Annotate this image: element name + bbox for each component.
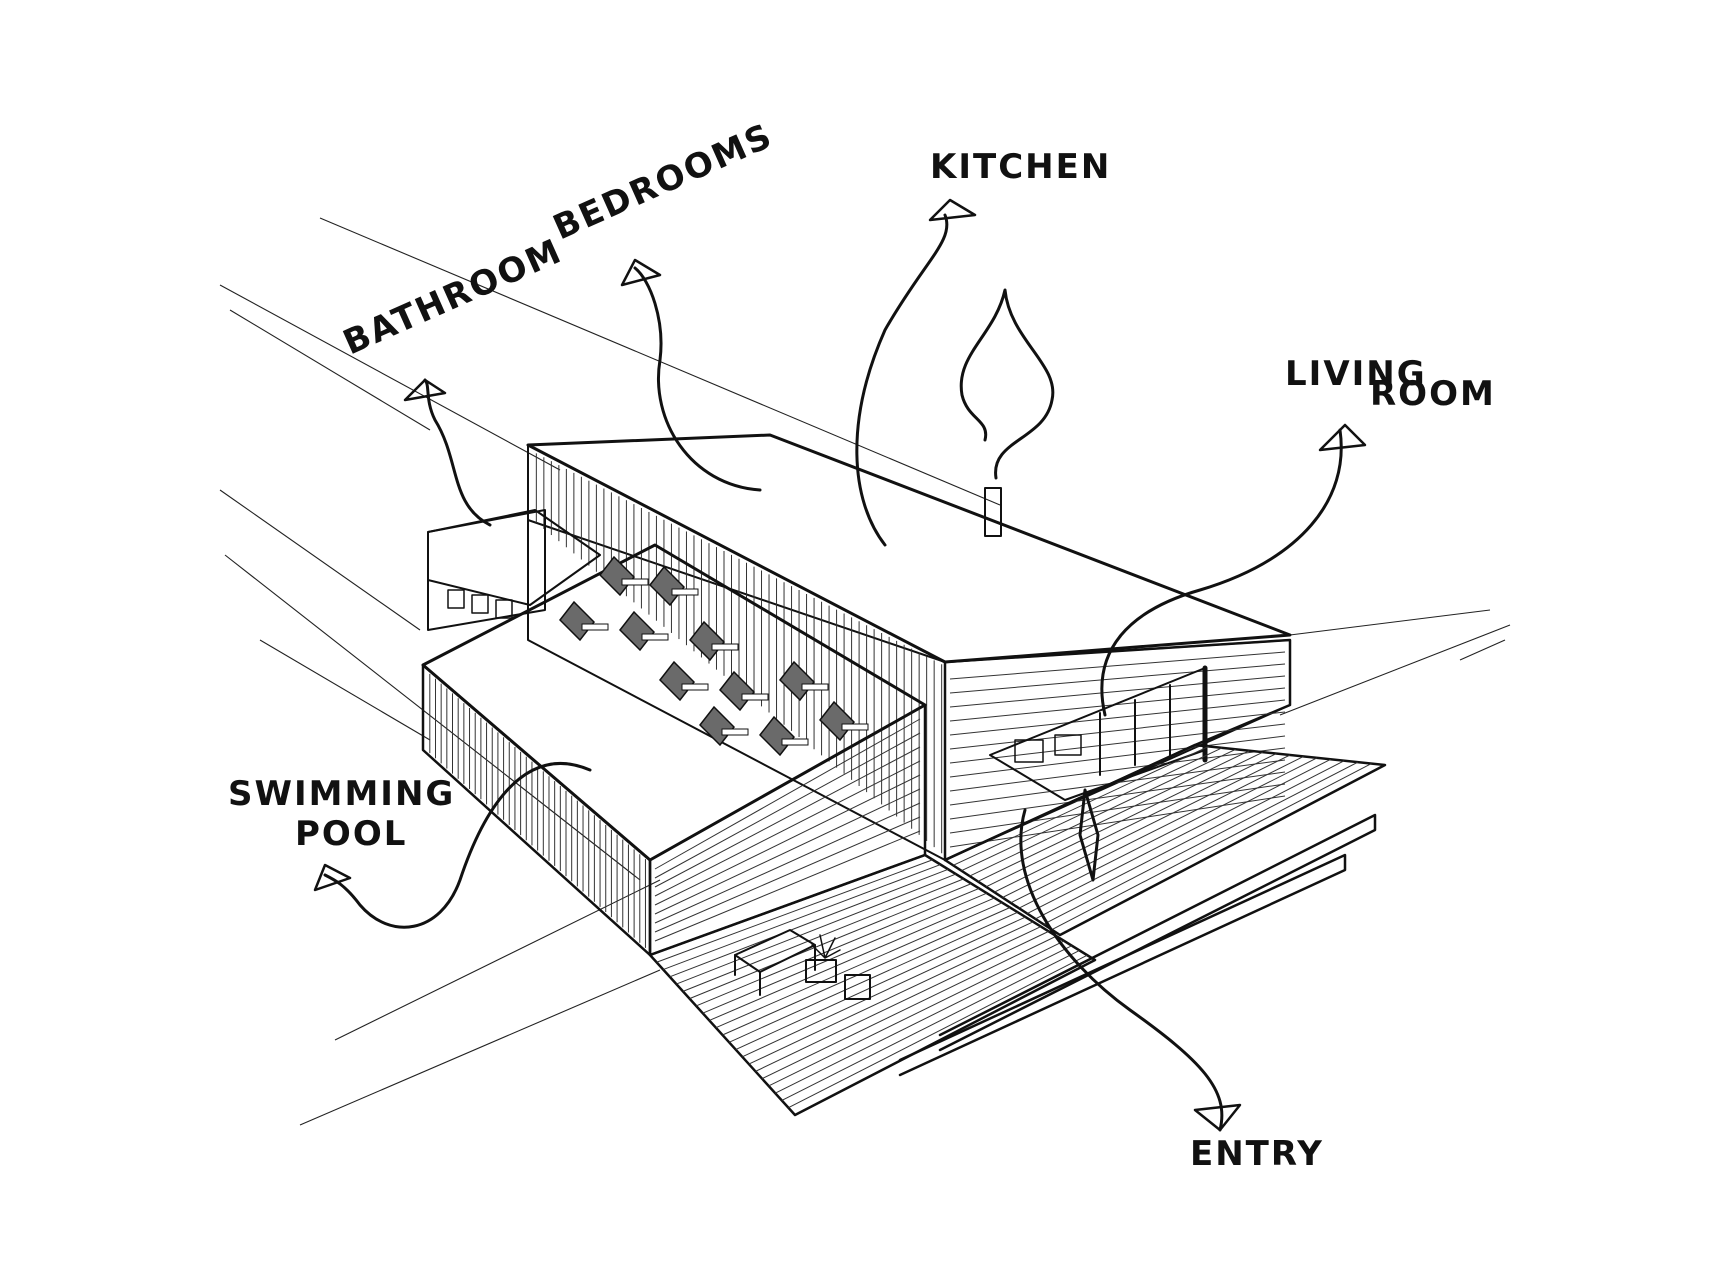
labels: KITCHEN BEDROOMS BATHROOM LIVING ROOM SW…	[228, 116, 1496, 1174]
hatch-line	[950, 688, 1285, 721]
hatch-line	[950, 652, 1285, 679]
skylight-panel	[700, 707, 734, 745]
hatch-line	[788, 955, 1087, 1108]
skylight-opening	[742, 694, 768, 700]
skylight-opening	[722, 729, 748, 735]
skylight-opening	[802, 684, 828, 690]
terrace-deck	[650, 745, 1385, 1115]
skylight-opening	[782, 739, 808, 745]
living-room-arrow	[1102, 430, 1341, 715]
skylight-opening	[672, 589, 698, 595]
label-kitchen: KITCHEN	[930, 147, 1111, 187]
skylight-panel	[780, 662, 814, 700]
skylight-panel	[660, 662, 694, 700]
hatch-line	[655, 733, 920, 878]
skylight-panel	[760, 717, 794, 755]
label-entry: ENTRY	[1190, 1134, 1324, 1174]
hatch-line	[775, 946, 1072, 1093]
skylight-opening	[642, 634, 668, 640]
kitchen-arrow	[857, 215, 947, 545]
label-bedrooms: BEDROOMS	[547, 116, 779, 248]
hatch-line	[782, 950, 1080, 1100]
deck-boards	[657, 746, 1372, 1107]
hatch-line	[1019, 758, 1317, 908]
bedrooms-arrow	[635, 268, 760, 490]
skylight-opening	[622, 579, 648, 585]
wall-siding-hatch	[536, 453, 941, 853]
entry-pointer	[1021, 790, 1240, 1130]
hatch-line	[950, 796, 1285, 847]
label-pool-line1: SWIMMING	[228, 774, 455, 814]
skylight-panel	[620, 612, 654, 650]
skylight-panel	[600, 557, 634, 595]
hatch-line	[950, 736, 1285, 777]
hatch-line	[655, 747, 920, 887]
living-room-glazing	[990, 668, 1205, 800]
hatch-line	[950, 664, 1285, 693]
hatch-line	[986, 752, 1263, 887]
label-bathroom: BATHROOM	[337, 231, 568, 363]
hatch-line	[742, 922, 1033, 1057]
hatch-line	[683, 879, 964, 992]
chimney	[961, 290, 1053, 536]
hatch-line	[950, 748, 1285, 791]
chimney-smoke	[961, 290, 1053, 478]
skylight-panel	[690, 622, 724, 660]
skylight-opening	[842, 724, 868, 730]
label-living-line2: ROOM	[1370, 374, 1496, 414]
label-pool-line2: POOL	[295, 814, 407, 854]
skylight-opening	[582, 624, 608, 630]
skylight-opening	[712, 644, 738, 650]
skylight-panel	[820, 702, 854, 740]
skylight-panel	[560, 602, 594, 640]
hatch-line	[769, 941, 1064, 1086]
hatch-line	[489, 631, 728, 816]
skylight-panel	[720, 672, 754, 710]
hatch-line	[1027, 759, 1331, 913]
patio-furniture	[735, 930, 870, 999]
skylight-opening	[682, 684, 708, 690]
hatch-line	[1003, 755, 1291, 898]
hatch-line	[950, 772, 1285, 819]
